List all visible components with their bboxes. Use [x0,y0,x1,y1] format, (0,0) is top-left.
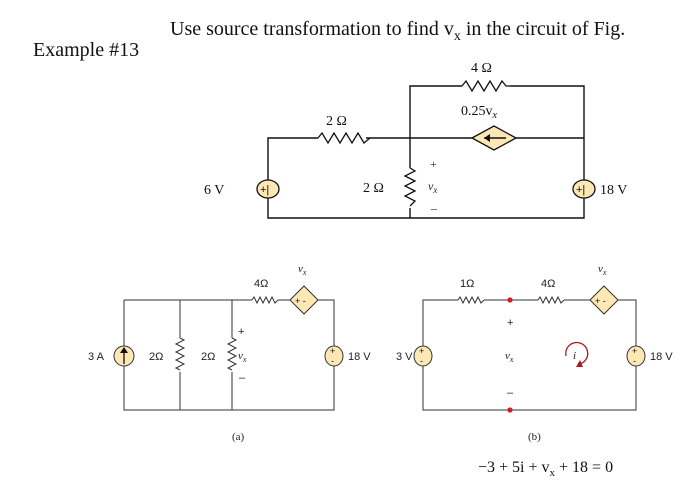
voltage-source-6v-label: 6 V [204,183,224,198]
caption-b: (b) [528,431,541,443]
caption-a: (a) [232,431,245,443]
voltage-source-18v [572,179,596,199]
top-vx-label: vx [428,179,437,195]
a-resistor-2ohm-1 [174,337,186,371]
b-voltage-source-3v [413,345,433,367]
a-voltage-source-18v-label: 18 V [348,351,371,363]
title-pre: Use source transformation to find v [170,18,454,40]
b-resistor-1ohm-label: 1Ω [460,278,474,290]
circuit-b: + - 3 V 1Ω + vx – 4Ω + - vx i + - 18 V [396,263,673,479]
b-vx-plus: + [507,317,513,329]
voltage-source-6v-sign: +| [260,184,269,196]
example-label: Example #13 [33,39,139,61]
resistor-4ohm-top [461,79,510,93]
a-wire-top-right [318,299,335,346]
b-wire-right-top-b [618,299,637,346]
current-source-3a-label: 3 A [88,351,105,363]
b-voltage-source-18v-label: 18 V [650,351,673,363]
b-voltage-source-18v-plus: + [632,346,637,356]
b-voltage-source-3v-plus: + [419,346,424,356]
top-wire-mid-upper [366,137,411,168]
top-wire-left-upper [267,137,318,182]
kvl-equation: −3 + 5i + vx + 18 = 0 [478,459,613,479]
top-circuit: 4 Ω 2 Ω 2 Ω + vx – 0.25vx +| 6 V +| 18 V [204,61,627,219]
b-dependent-source-sign: + - [595,296,606,306]
voltage-source-18v-sign: +| [576,184,585,196]
b-mesh-current-arrow [565,341,589,365]
resistor-2ohm-horizontal [317,131,371,145]
arrow-up-icon [120,347,128,353]
b-node-bottom [507,407,513,413]
resistor-2ohm-vertical-label: 2 Ω [363,181,384,196]
arrow-left-icon [484,134,490,142]
a-resistor-2ohm-2-label: 2Ω [201,351,215,363]
problem-statement: Use source transformation to find vx in … [170,18,625,44]
resistor-4ohm-top-label: 4 Ω [471,61,492,76]
a-resistor-4ohm [251,295,279,305]
a-vx-minus: – [239,372,246,384]
top-vx-plus: + [430,157,437,171]
a-voltage-source-18v [324,345,344,367]
b-vx-minus: – [507,387,514,399]
a-voltage-source-18v-minus: - [331,356,334,366]
b-voltage-source-18v [626,345,646,367]
a-dependent-source-label: vx [298,263,307,277]
b-resistor-1ohm [457,295,485,305]
b-mesh-current-label: i [573,350,576,362]
b-resistor-4ohm-label: 4Ω [541,278,555,290]
a-resistor-4ohm-label: 4Ω [254,278,268,290]
title-post: in the circuit of Fig. [461,18,625,40]
b-dependent-source-label: vx [598,263,607,277]
voltage-source-6v [256,179,280,199]
b-voltage-source-3v-label: 3 V [396,351,413,363]
top-vx-minus: – [430,201,438,215]
b-dependent-voltage-source [589,285,619,315]
resistor-2ohm-horizontal-label: 2 Ω [326,114,347,129]
a-resistor-2ohm-1-label: 2Ω [149,351,163,363]
clockwise-arrow-icon [576,360,583,367]
a-dependent-source-sign: + - [295,296,306,306]
top-wire-bottom [267,196,585,219]
circuit-a: 3 A 2Ω 2Ω + vx – 4Ω + - vx + - 18 V (a) [88,263,371,443]
b-wire-bottom [422,366,637,411]
a-dependent-voltage-source [289,285,319,315]
top-wire-dep-right [510,85,585,182]
a-vx-plus: + [238,326,244,338]
b-wire-left-top [422,299,458,346]
voltage-source-18v-label: 18 V [600,183,627,198]
a-wire-bottom [123,366,335,411]
a-resistor-2ohm-2 [226,337,238,371]
b-node-top [507,297,513,303]
resistor-2ohm-vertical [403,167,417,207]
top-wire-dep-left [409,85,462,138]
b-voltage-source-18v-minus: - [633,356,636,366]
dependent-current-label: 0.25vx [461,104,498,121]
title-sub: x [454,29,461,44]
b-vx-label: vx [505,350,514,364]
b-resistor-4ohm [537,295,565,305]
a-voltage-source-18v-plus: + [330,346,335,356]
b-voltage-source-3v-minus: - [420,356,423,366]
a-vx-label: vx [238,350,247,364]
